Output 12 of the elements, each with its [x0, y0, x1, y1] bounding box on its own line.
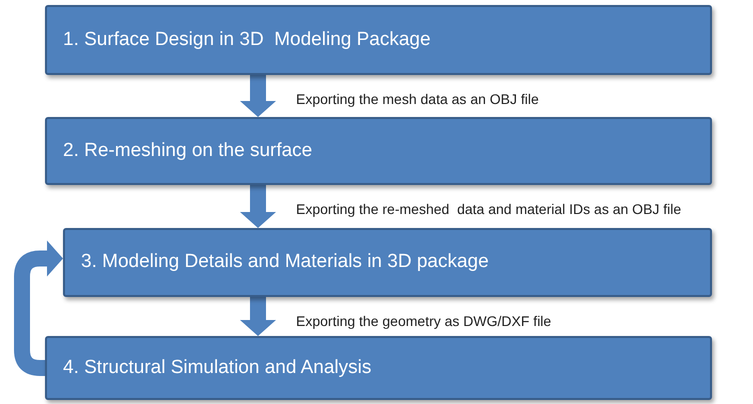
block-arrow	[240, 185, 276, 228]
step-title: 1. Surface Design in 3D Modeling Package	[63, 28, 431, 52]
block-arrow	[240, 75, 276, 117]
process-box	[63, 228, 712, 297]
step-title: 2. Re-meshing on the surface	[63, 138, 312, 163]
process-box	[45, 336, 712, 400]
step-title: 3. Modeling Details and Materials in 3D package	[81, 250, 489, 274]
block-arrow	[14, 240, 63, 376]
process-box	[45, 117, 712, 185]
step-title: 4. Structural Simulation and Analysis	[63, 356, 372, 380]
block-arrow	[240, 297, 276, 336]
process-box	[45, 5, 712, 75]
